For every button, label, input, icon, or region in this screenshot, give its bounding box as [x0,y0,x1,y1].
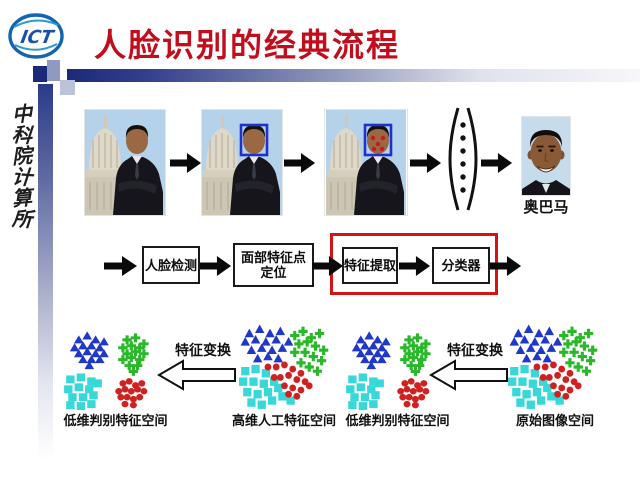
right-arrow-icon [410,153,442,173]
face-detection-box [239,123,269,157]
recognized-face-photo [522,117,570,195]
flow-arrow-icon [200,256,232,276]
left-block-arrow-icon [157,359,236,391]
facial-landmark-dots [370,135,386,152]
right-arrow-icon [481,153,513,173]
label-low-dim-space-1: 低维判别特征空间 [63,413,168,428]
scatter-original-image-space [508,324,598,409]
decor-square-light [60,80,75,95]
decor-square-mid [47,60,60,81]
ict-logo: ICT [8,13,64,59]
label-original-image-space: 原始图像空间 [515,413,594,428]
flow-arrow-icon [490,256,522,276]
flow-box-landmark-localization: 面部特征点 定位 [233,243,314,287]
flow-box-classifier: 分类器 [432,247,490,284]
label-feature-transform-2: 特征变换 [447,342,503,358]
logo-text: ICT [19,27,56,48]
flow-box-face-detection: 人脸检测 [142,246,200,284]
label-low-dim-space-2: 低维判别特征空间 [345,413,450,428]
side-calligraphy: 中 科 院 计 算 所 [10,101,33,232]
face-detection-box [363,123,393,157]
slide-title: 人脸识别的经典流程 [94,27,401,63]
photo-face-detected [202,110,282,215]
decor-square-dark [33,66,47,82]
flow-arrow-icon [399,256,431,276]
photo-landmarks [326,110,406,215]
photo-original [85,110,165,215]
right-arrow-icon [284,153,316,173]
feature-vector-icon [448,107,478,211]
scatter-low-dim-discriminative-1 [64,331,149,411]
flow-box-feature-extraction: 特征提取 [342,247,398,284]
label-high-dim-space: 高维人工特征空间 [231,413,336,428]
scatter-high-dim-handcrafted [239,324,329,409]
header-gradient-bar [67,69,640,82]
flow-arrow-icon [104,256,137,276]
flow-arrow-icon [312,256,344,276]
left-gradient-bar [38,84,53,460]
label-feature-transform-1: 特征变换 [175,342,231,358]
recognized-name-label: 奥巴马 [523,199,569,216]
left-block-arrow-icon [429,359,508,391]
right-arrow-icon [170,153,202,173]
scatter-low-dim-discriminative-2 [346,331,431,411]
